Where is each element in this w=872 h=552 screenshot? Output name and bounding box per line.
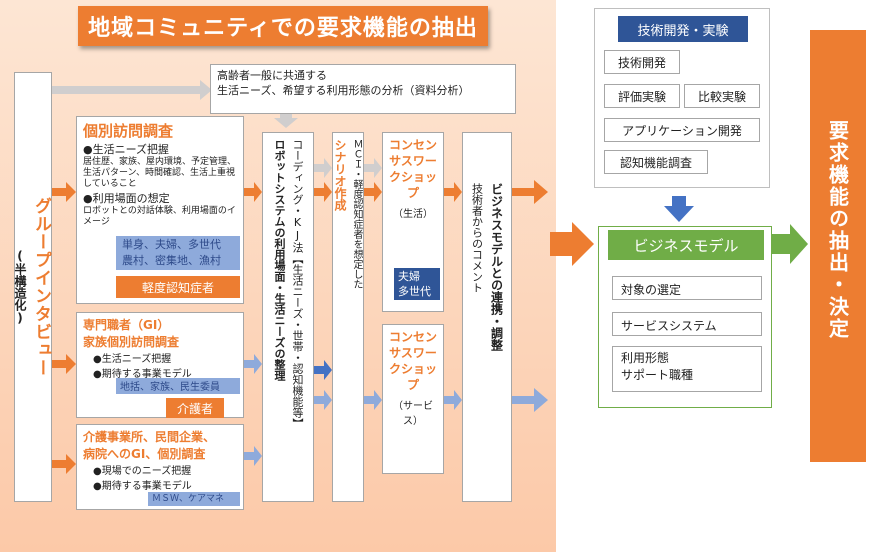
individual-visit-box: 個別訪問調査 ●生活ニーズ把握 居住歴、家族、屋内環境、予定管理、生活パターン、… <box>76 116 244 304</box>
workshop-service-box: コンセンサスワークショップ （サービス） <box>382 324 444 474</box>
ws-to-biz-orange <box>444 182 462 202</box>
specialist-line2: ●期待する事業モデル <box>93 369 192 380</box>
gi-arrow-3 <box>52 454 76 474</box>
coding-box: コーディング・KJ法【生活ニーズ・世帯・認知機能等】 ロボットシステムの利用場面… <box>262 132 314 502</box>
business-link-box: ビジネスモデルとの連携・調整 技術者からのコメント <box>462 132 512 502</box>
specialist-tag: 地括、家族、民生委員 <box>116 378 240 394</box>
tech-item-eval: 評価実験 <box>604 84 680 108</box>
group-interview-label: グループインタビュー <box>31 197 51 377</box>
business-model-header: ビジネスモデル <box>608 230 764 260</box>
coding-to-scn-orange <box>314 182 332 202</box>
group-interview-box: グループインタビュー (半構造化) <box>13 72 52 502</box>
coding-col2: ロボットシステムの利用場面・生活ニーズの整理 <box>273 139 286 381</box>
bm-item-usage: 利用形態 サポート職種 <box>612 346 762 392</box>
sp-to-coding-arrow <box>244 354 262 374</box>
business-survey-line2: ●期待する事業モデル <box>93 481 192 492</box>
tech-item-cognitive: 認知機能調査 <box>604 150 708 174</box>
msw-tag: ＭＳＷ、ケアマネ <box>148 492 240 506</box>
biz-out-blue <box>512 388 548 412</box>
specialist-line1: ●生活ニーズ把握 <box>93 354 172 365</box>
scenario-col1: ＭＣＩ・軽度認知症者を想定した <box>351 139 362 289</box>
business-survey-title-1: 介護事業所、民間企業、 <box>83 430 216 444</box>
mild-dementia-badge: 軽度認知症者 <box>116 276 240 298</box>
gi-arrow-1 <box>52 182 76 202</box>
scn-to-ws-blue <box>364 390 382 410</box>
coding-to-scn-grey <box>314 158 332 178</box>
bm-item-target: 対象の選定 <box>612 276 762 300</box>
tech-item-compare: 比較実験 <box>684 84 760 108</box>
individual-visit-title: 個別訪問調査 <box>83 122 174 140</box>
workshop-life-label: コンセンサスワークショップ <box>388 138 437 200</box>
business-link-col2: 技術者からのコメント <box>470 183 484 293</box>
caregiver-badge: 介護者 <box>166 398 224 418</box>
bs-to-coding-arrow <box>244 446 262 466</box>
coding-col1: コーディング・KJ法【生活ニーズ・世帯・認知機能等】 <box>291 139 304 429</box>
individual-line2-detail: ロボットとの対話体験、利用場面のイメージ <box>83 206 236 227</box>
scn-to-ws-grey <box>364 158 382 178</box>
business-link-col1: ビジネスモデルとの連携・調整 <box>489 183 504 351</box>
tech-item-dev: 技術開発 <box>604 50 680 74</box>
group-interview-sub: (半構造化) <box>13 249 27 325</box>
biz-out-orange <box>512 180 548 204</box>
scenario-box: ＭＣＩ・軽度認知症者を想定した シナリオ作成 <box>332 132 364 502</box>
page-title: 地域コミュニティでの要求機能の抽出 <box>78 6 488 46</box>
gi-arrow-2 <box>52 354 76 374</box>
specialist-title-1: 専門職者（GI） <box>83 318 170 332</box>
scn-to-ws-orange <box>364 182 382 202</box>
household-tag-line2: 農村、密集地、漁村 <box>122 254 221 267</box>
final-label: 要求機能の抽出・決定 <box>825 120 850 340</box>
household-tag-line1: 単身、夫婦、多世代 <box>122 238 221 251</box>
coding-to-scn-blue1 <box>314 360 332 380</box>
workshop-service-sub: （サービス） <box>393 401 433 427</box>
to-final-arrow <box>772 224 808 264</box>
tech-down-arrow <box>664 196 694 222</box>
business-survey-title-2: 病院へのGI、個別調査 <box>83 447 206 461</box>
coding-to-scn-blue2 <box>314 390 332 410</box>
business-survey-box: 介護事業所、民間企業、 病院へのGI、個別調査 ●現場でのニーズ把握 ●期待する… <box>76 424 244 510</box>
scenario-col2: シナリオ作成 <box>333 139 347 211</box>
couple-multigen-tag: 夫婦 多世代 <box>394 268 440 300</box>
business-survey-line1: ●現場でのニーズ把握 <box>93 466 192 477</box>
ind-to-coding-arrow <box>244 182 262 202</box>
specialist-title-2: 家族個別訪問調査 <box>83 335 180 349</box>
note-down-arrow <box>274 112 298 128</box>
bm-item-service: サービスシステム <box>612 312 762 336</box>
workshop-service-label: コンセンサスワークショップ <box>388 330 437 392</box>
household-tag: 単身、夫婦、多世代 農村、密集地、漁村 <box>116 236 240 270</box>
tech-header: 技術開発・実験 <box>618 16 748 42</box>
top-grey-arrow <box>52 80 212 100</box>
ws-to-biz-blue <box>444 390 462 410</box>
individual-line1-detail: 居住歴、家族、屋内環境、予定管理、生活パターン、時間確認、生活上重視していること <box>83 157 237 189</box>
workshop-life-sub: （生活） <box>393 209 433 220</box>
final-box: 要求機能の抽出・決定 <box>810 30 866 462</box>
tech-item-app: アプリケーション開発 <box>604 118 760 142</box>
individual-line2: ●利用場面の想定 <box>83 192 170 205</box>
to-business-model-arrow <box>550 222 594 266</box>
individual-line1: ●生活ニーズ把握 <box>83 143 170 156</box>
top-note: 高齢者一般に共通する 生活ニーズ、希望する利用形態の分析（資料分析） <box>210 64 516 114</box>
